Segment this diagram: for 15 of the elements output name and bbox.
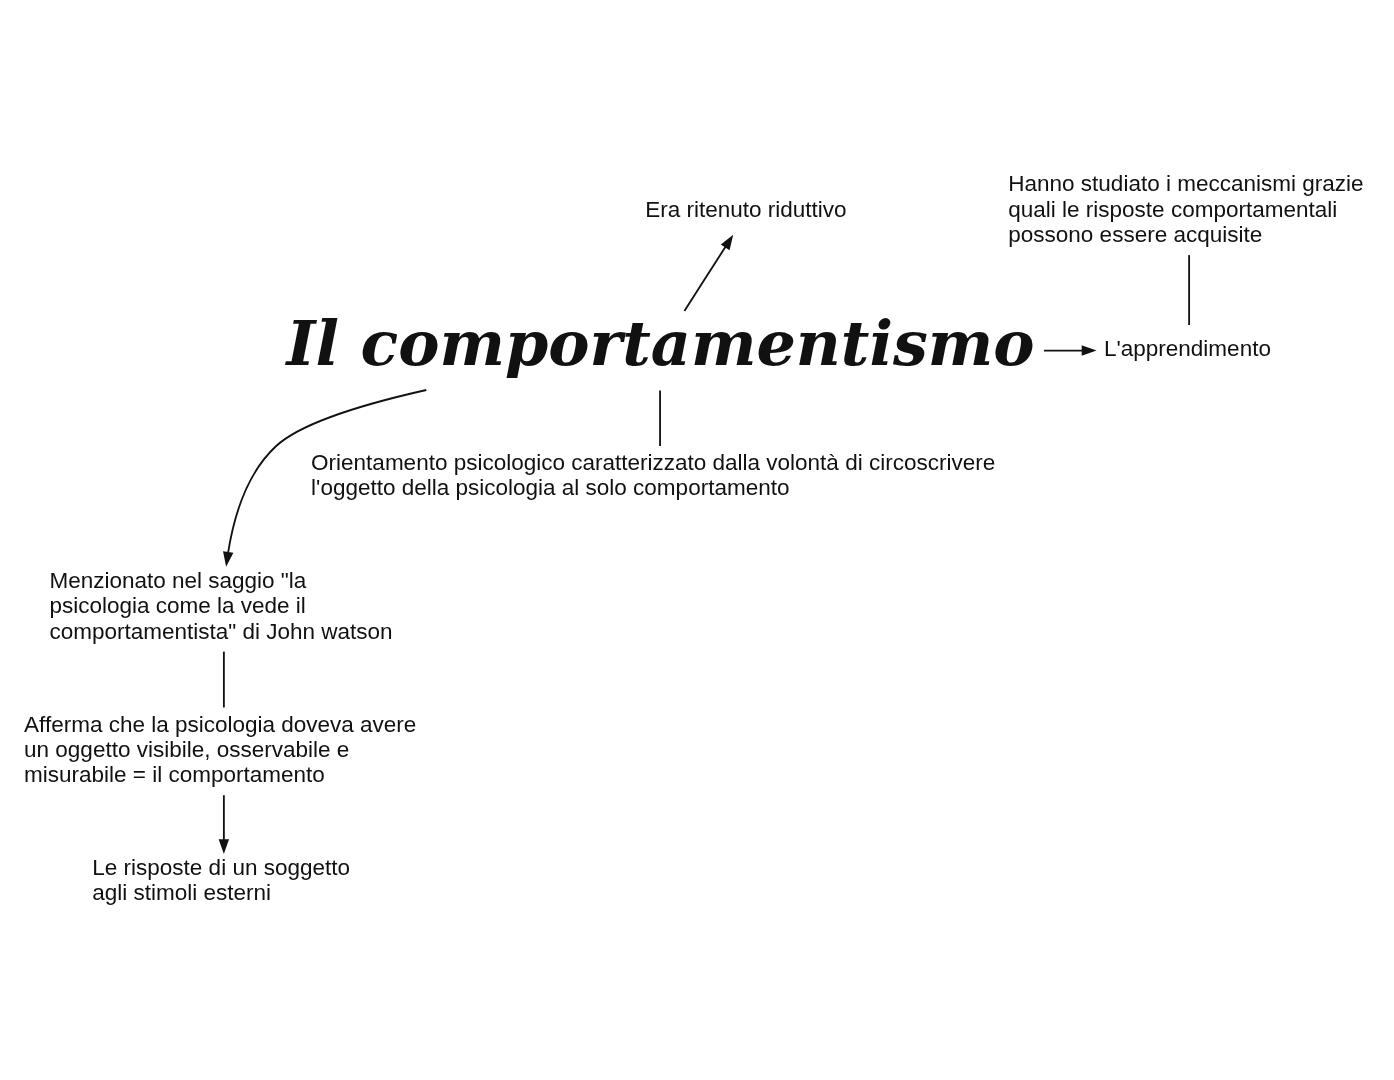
node-text: Era ritenuto riduttivo [645,196,847,222]
node-text: Orientamento psicologico caratterizzato dalla volontà di circoscrivere l'oggetto della psicologia al solo comportamento [311,449,996,500]
arrow [218,793,230,854]
node-text: Menzionato nel saggio "la psicologia come la vede il comportamentista" di John watson [49,567,393,644]
arrow [683,234,734,312]
connector [1188,253,1191,326]
node-text: Le risposte di un soggetto agli stimoli esterni [92,854,350,905]
node-text: L'apprendimento [1103,335,1271,361]
node-text: Il comportamentismo [286,306,1035,380]
connector [222,650,225,708]
arrow [223,388,428,567]
arrow [1043,344,1097,356]
connector [659,389,661,447]
node-text: Hanno studiato i meccanismi grazie quali le risposte comportamentali possono essere acquisite [1008,170,1364,247]
node-text: Afferma che la psicologia doveva avere un oggetto visibile, osservabile e misurabile = il comportamento [24,711,417,787]
